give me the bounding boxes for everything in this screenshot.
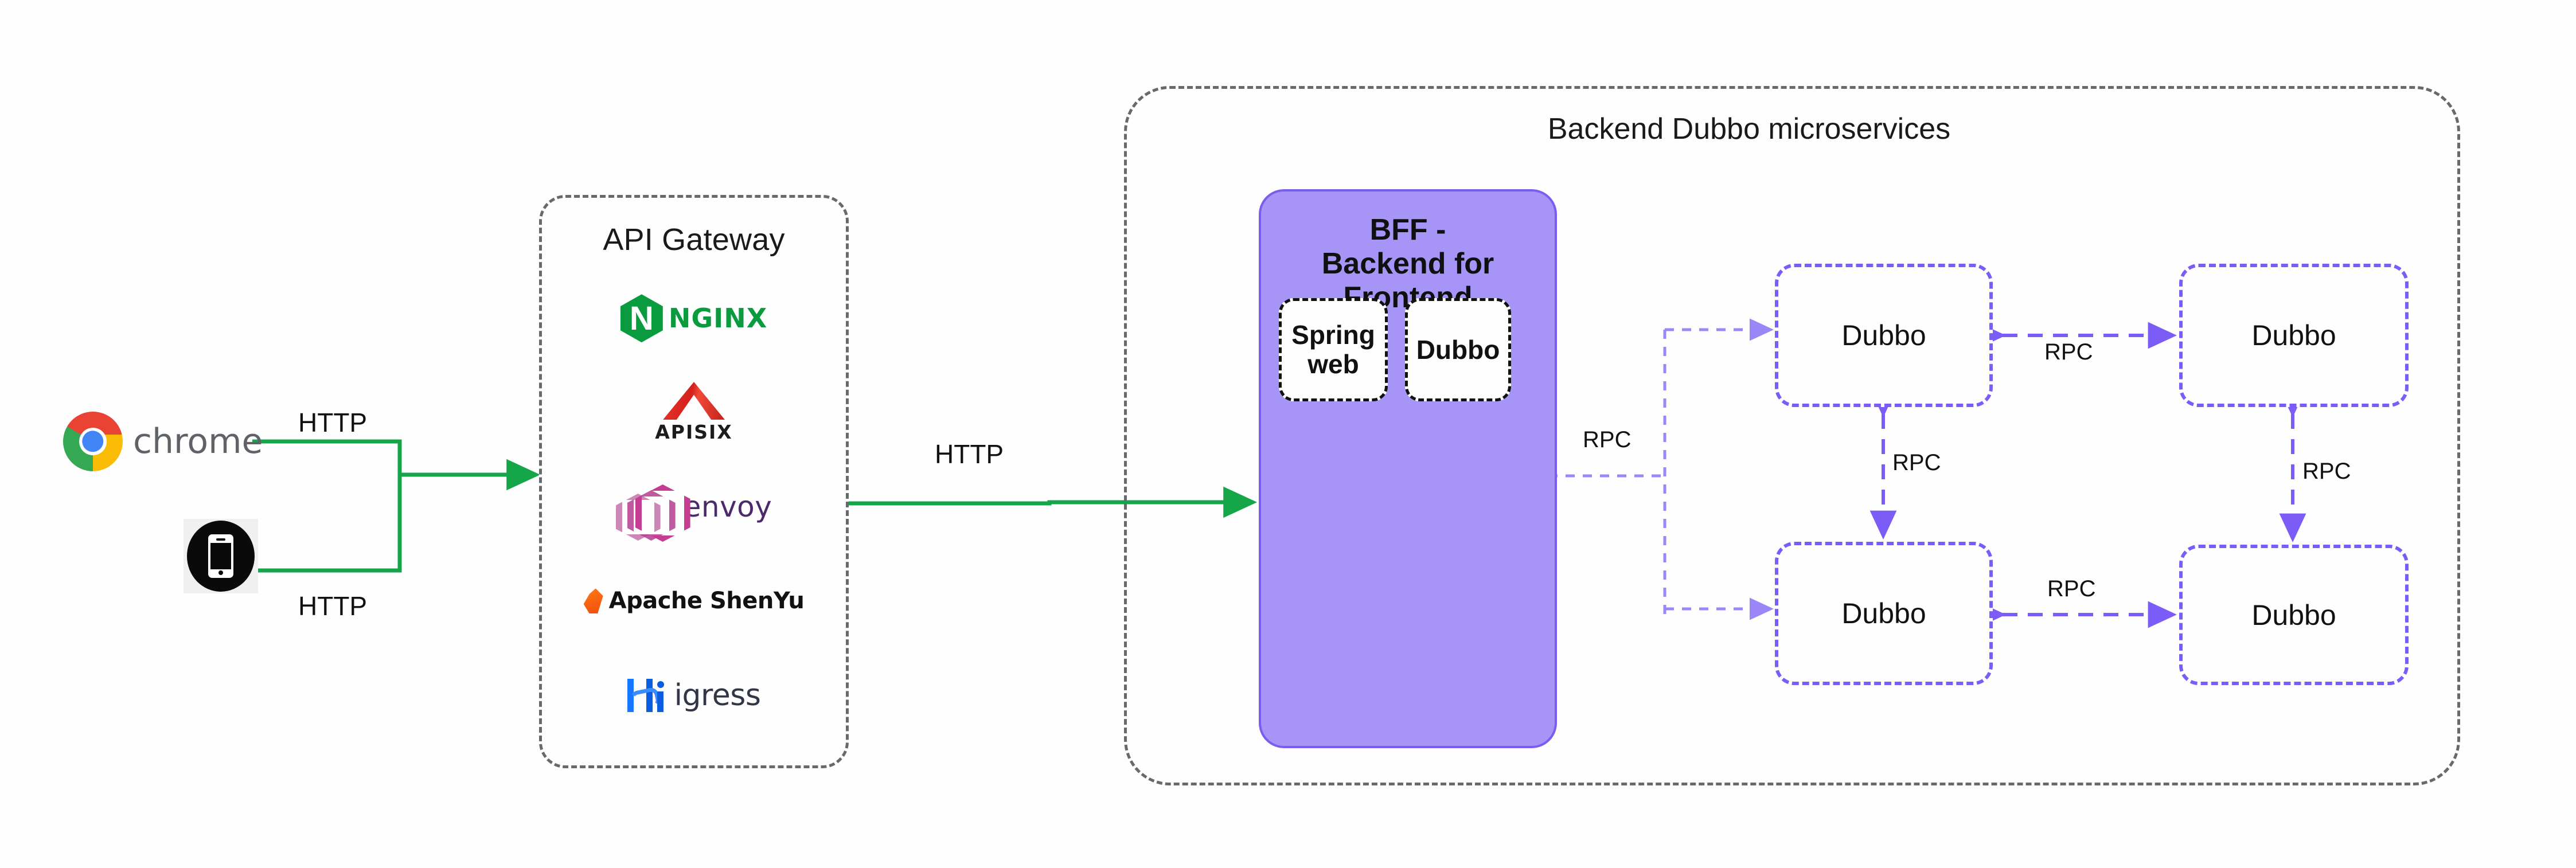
label-rpc-m1-m2: RPC [2044,339,2093,365]
gateway-to-bff-connector [834,486,1257,518]
backend-microservices-container [1124,86,2460,785]
microservice-node-2[interactable]: Dubbo [2179,264,2409,407]
label-http-gateway-bff: HTTP [935,439,1004,469]
spring-web-line-2: web [1307,349,1359,379]
apisix-logo-icon [663,382,725,420]
microservice-node-3-label: Dubbo [1841,597,1926,630]
microservice-node-2-label: Dubbo [2251,319,2336,351]
apisix-label: APISIX [655,421,733,444]
label-http-mobile: HTTP [298,591,368,621]
client-to-gateway-connector [252,439,540,573]
mobile-phone-icon [187,521,255,592]
chrome-logo-icon [63,412,123,471]
gateway-product-envoy[interactable]: envoy [615,480,772,542]
api-gateway-panel[interactable]: API Gateway NGINX APISIX envoy [539,195,849,768]
spring-web-line-1: Spring [1291,320,1375,350]
nginx-logo-icon [620,294,663,343]
shenyu-label: Apache ShenYu [608,588,805,615]
label-http-browser: HTTP [298,408,368,437]
gateway-product-apisix[interactable]: APISIX [655,382,733,443]
api-gateway-product-list: NGINX APISIX envoy Apache ShenYu [542,271,846,742]
label-rpc-m3-m4: RPC [2047,576,2096,601]
label-rpc-m1-m3: RPC [1892,450,1941,475]
client-browser[interactable]: chrome [63,408,263,475]
microservice-node-1[interactable]: Dubbo [1775,264,1993,407]
gateway-product-nginx[interactable]: NGINX [620,292,767,345]
shenyu-logo-icon [583,588,603,614]
chrome-label: chrome [133,421,263,462]
api-gateway-title: API Gateway [603,222,785,257]
client-mobile[interactable] [184,519,258,593]
bff-box[interactable]: BFF - Backend for Frontend [1259,189,1557,748]
microservice-node-3[interactable]: Dubbo [1775,542,1993,685]
bff-component-spring-web[interactable]: Spring web [1279,298,1388,401]
bff-title-line-1: BFF - [1369,213,1446,247]
gateway-product-higress[interactable]: igress [627,669,761,722]
gateway-product-shenyu[interactable]: Apache ShenYu [583,574,805,627]
microservice-node-4-label: Dubbo [2251,599,2336,631]
bff-dubbo-label: Dubbo [1416,334,1500,365]
bff-component-dubbo[interactable]: Dubbo [1405,298,1511,401]
microservice-node-4[interactable]: Dubbo [2179,545,2409,685]
label-rpc-m2-m4: RPC [2302,459,2351,484]
nginx-label: NGINX [668,303,768,334]
microservice-node-1-label: Dubbo [1841,319,1926,351]
bff-title-line-2: Backend for [1321,247,1494,280]
envoy-label: envoy [683,490,772,523]
backend-container-title: Backend Dubbo microservices [1547,112,1951,146]
higress-label: igress [674,678,761,713]
envoy-logo-icon [615,484,690,542]
label-rpc-bff-to-microservices: RPC [1583,427,1632,452]
higress-logo-icon [627,678,669,713]
